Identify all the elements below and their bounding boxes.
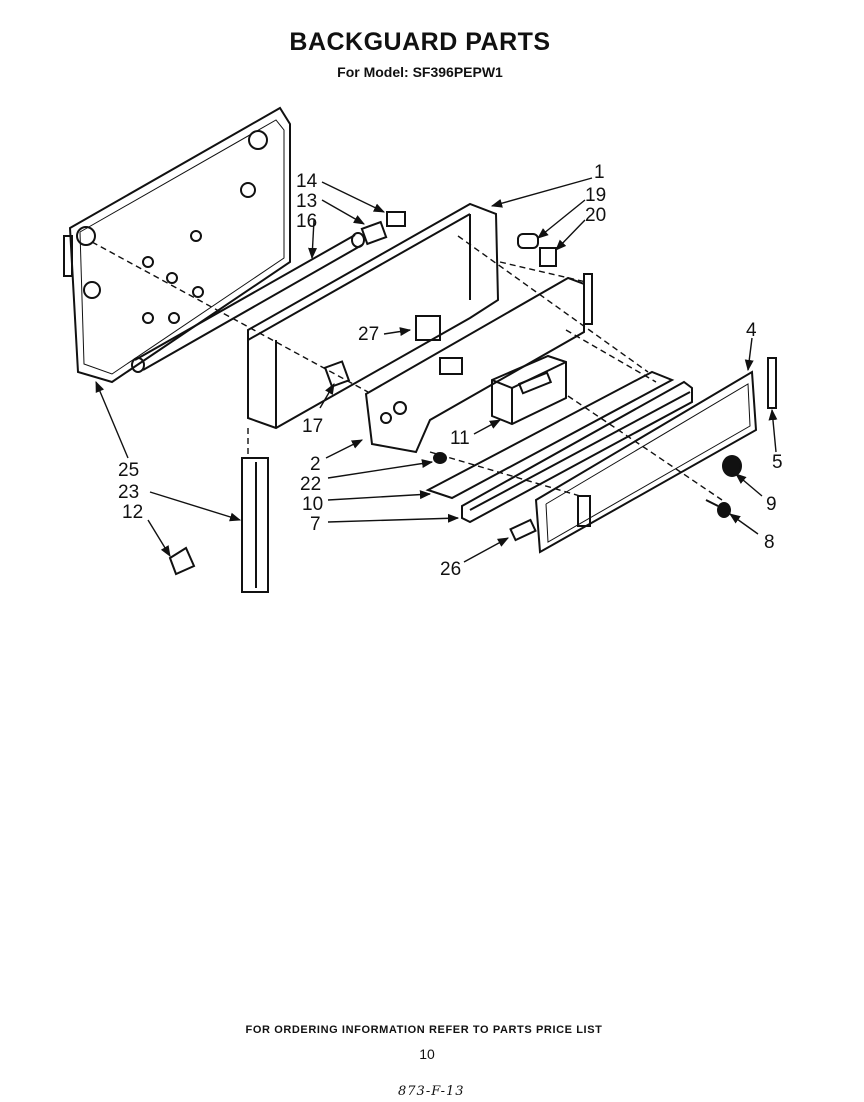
callout-9: 9 — [766, 494, 777, 515]
callout-26: 26 — [440, 559, 461, 580]
page-number: 10 — [419, 1046, 435, 1062]
callout-11: 11 — [450, 428, 470, 449]
callout-2: 2 — [310, 454, 321, 475]
callout-16: 16 — [296, 211, 317, 232]
model-subtitle: For Model: SF396PEPW1 — [337, 64, 503, 80]
drawing-code: 873-F-13 — [398, 1084, 465, 1099]
ordering-note: FOR ORDERING INFORMATION REFER TO PARTS … — [245, 1024, 603, 1036]
callout-20: 20 — [585, 205, 606, 226]
back-panel-part — [63, 106, 291, 384]
insulation-pad-part — [415, 315, 441, 341]
shield-part — [425, 370, 675, 500]
callout-12: 12 — [122, 502, 143, 523]
callout-23: 23 — [118, 482, 139, 503]
trim-strip-part — [461, 380, 693, 524]
side-trim-part — [241, 457, 269, 593]
callout-7: 7 — [310, 514, 321, 535]
knob-parts — [705, 455, 742, 518]
callout-8: 8 — [764, 532, 775, 553]
callout-4: 4 — [746, 320, 757, 341]
clip-small-part — [168, 546, 196, 576]
callout-labels: 1 19 20 14 13 16 27 4 17 11 2 22 10 7 25… — [118, 162, 783, 580]
page-title: BACKGUARD PARTS — [289, 28, 551, 56]
callout-25: 25 — [118, 460, 139, 481]
callout-5: 5 — [772, 452, 783, 473]
callout-1: 1 — [594, 162, 605, 183]
clock-module-part — [491, 354, 567, 426]
control-panel-part — [534, 370, 758, 554]
callout-27: 27 — [358, 324, 379, 345]
spacer-part — [509, 518, 537, 542]
control-bracket-part — [364, 273, 593, 454]
pad-parts — [517, 233, 557, 267]
callout-19: 19 — [585, 185, 606, 206]
callout-13: 13 — [296, 191, 317, 212]
rod-part — [131, 232, 365, 373]
end-cap-part — [767, 357, 777, 409]
insulator-part — [360, 211, 406, 246]
callout-10: 10 — [302, 494, 323, 515]
clip-part — [323, 360, 351, 388]
assembly-guide-lines — [91, 235, 723, 501]
backguard-shell-part — [247, 202, 500, 430]
callout-14: 14 — [296, 171, 318, 192]
callout-22: 22 — [300, 474, 321, 495]
callout-leaders — [95, 177, 778, 563]
callout-17: 17 — [302, 416, 323, 437]
